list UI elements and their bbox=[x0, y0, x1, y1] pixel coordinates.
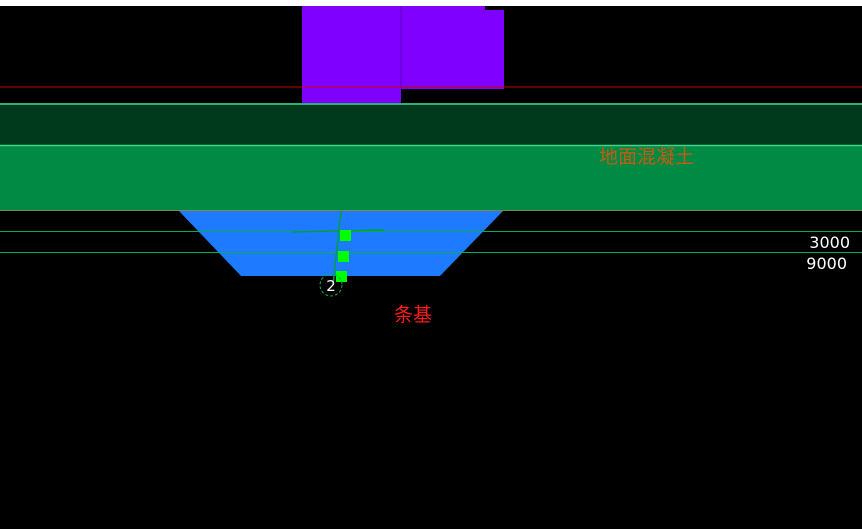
column-right-cap[interactable] bbox=[485, 10, 504, 89]
ground-concrete-label[interactable]: 地面混凝土 bbox=[599, 146, 694, 168]
column-right[interactable] bbox=[401, 6, 485, 89]
ground-concrete-slab[interactable] bbox=[0, 145, 862, 211]
dimension-value-9000[interactable]: 9000 bbox=[806, 254, 847, 273]
grip-point-2[interactable] bbox=[338, 251, 349, 262]
section-line-horizontal[interactable] bbox=[291, 229, 385, 233]
axis-number: 2 bbox=[326, 277, 336, 295]
strip-foundation-label[interactable]: 条基 bbox=[394, 304, 432, 326]
grip-point-3[interactable] bbox=[336, 271, 347, 282]
axis-bubble[interactable] bbox=[319, 273, 343, 297]
grip-point-1[interactable] bbox=[340, 230, 351, 241]
section-line-vertical[interactable] bbox=[332, 210, 342, 286]
top-band bbox=[0, 0, 862, 6]
column-left[interactable] bbox=[302, 6, 401, 103]
strip-foundation[interactable] bbox=[179, 211, 503, 276]
dimension-value-3000[interactable]: 3000 bbox=[809, 233, 850, 252]
slab-upper-layer[interactable] bbox=[0, 103, 862, 145]
